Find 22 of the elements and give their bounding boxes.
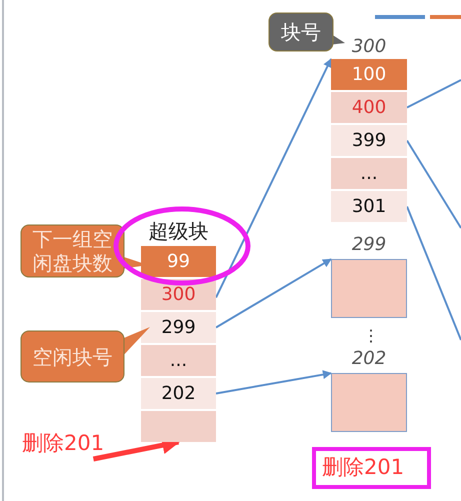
arrow [215, 258, 332, 328]
block-cell: 400 [331, 92, 407, 123]
block-cell [141, 411, 216, 442]
connector-line [406, 206, 461, 340]
block-number: 299 [350, 234, 388, 255]
block-cell: ... [331, 158, 407, 189]
block-cell: 399 [331, 125, 407, 156]
block-number: 202 [350, 348, 388, 369]
block-cell: 299 [141, 312, 216, 343]
arrow [215, 58, 332, 298]
block-number: 300 [350, 36, 388, 57]
block-cell: ... [141, 345, 216, 376]
block-cell: 301 [331, 191, 407, 222]
note-text: 删除201 [22, 427, 106, 459]
connector-line [406, 79, 461, 108]
highlight-box: 删除201 [312, 447, 431, 489]
arrow [216, 370, 332, 394]
block-cell: 202 [141, 378, 216, 409]
block-cell: 100 [331, 59, 407, 90]
connector-line [406, 140, 461, 229]
column-heading: 超级块 [148, 218, 210, 245]
vertical-ellipsis: ⋮ [363, 326, 379, 345]
